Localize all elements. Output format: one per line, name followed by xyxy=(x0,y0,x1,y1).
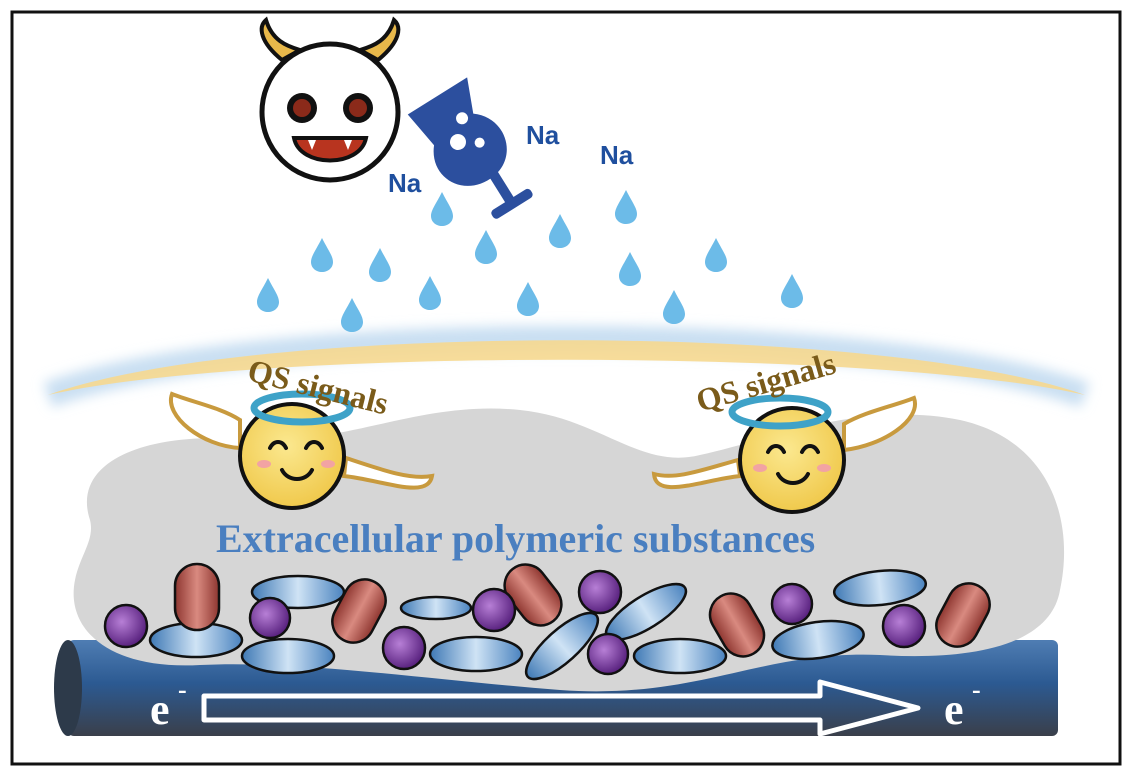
arrow-icon xyxy=(201,679,921,737)
bacterial-cell xyxy=(399,595,473,621)
sodium-label: Na xyxy=(388,168,422,198)
bacterial-cell xyxy=(103,603,149,649)
bacterial-cell xyxy=(771,619,865,661)
wing-icon xyxy=(168,391,242,451)
electron-charge: - xyxy=(972,675,981,704)
electron-label: e xyxy=(150,685,170,734)
bacterial-cells xyxy=(103,562,991,681)
halo-icon xyxy=(728,394,832,430)
bacterial-cell xyxy=(524,611,600,681)
wing-icon xyxy=(341,455,435,490)
angel-icon xyxy=(651,394,918,514)
bacterial-cell xyxy=(586,632,630,676)
bacterial-cell xyxy=(381,625,427,671)
bacterial-cell xyxy=(577,569,623,615)
wing-icon xyxy=(842,395,918,453)
sodium-label: Na xyxy=(600,140,634,170)
bacterial-cell xyxy=(240,637,336,675)
bacterial-cell xyxy=(173,562,221,632)
halo-icon xyxy=(250,390,354,426)
bacterial-cell xyxy=(881,603,927,649)
sodium-label: Na xyxy=(526,120,560,150)
wing-icon xyxy=(651,457,743,490)
bacterial-cell xyxy=(248,596,292,640)
bacterial-cell xyxy=(708,592,766,658)
cell-membrane xyxy=(43,325,1090,408)
bacterial-cell xyxy=(632,637,728,675)
flask-icon xyxy=(407,77,533,219)
bacterial-cell xyxy=(503,563,563,627)
bacterial-cell xyxy=(832,569,928,607)
bacterial-cell xyxy=(770,582,814,626)
bacterial-cell xyxy=(428,635,524,673)
bacterial-cell xyxy=(471,587,517,633)
eps-label: Extracellular polymeric substances xyxy=(216,516,815,561)
angel-icon xyxy=(168,390,435,510)
electron-label: e xyxy=(944,685,964,734)
devil-icon xyxy=(259,16,401,183)
bacterial-cell xyxy=(331,578,387,644)
electron-charge: - xyxy=(178,675,187,704)
bacterial-cell xyxy=(935,582,991,648)
